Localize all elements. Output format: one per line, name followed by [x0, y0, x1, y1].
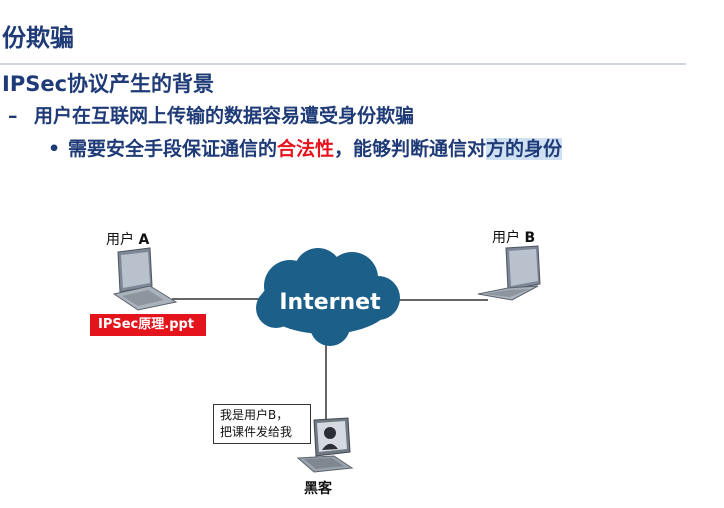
bullet-level2: –用户在互联网上传输的数据容易遭受身份欺骗 — [8, 101, 414, 128]
bullet-level3-part1: 需要安全手段保证通信的 — [68, 138, 278, 160]
cloud-label: Internet — [279, 290, 381, 315]
bullet-level3-part2: ，能够判断通信对 — [334, 138, 487, 160]
user-b-label: 用户 B — [492, 230, 536, 246]
user-a-label: 用户 A — [106, 232, 150, 248]
bullet-level3-highlight: 方的身份 — [486, 138, 563, 160]
speech-line-1: 我是用户B， — [220, 408, 289, 422]
bullet-dash: – — [8, 105, 18, 127]
cloud-icon: Internet — [256, 248, 400, 346]
bullet-level1: IPSec协议产生的背景 — [2, 72, 215, 96]
bullet-level3: • 需要安全手段保证通信的合法性，能够判断通信对方的身份 — [48, 134, 563, 161]
title-divider — [0, 63, 686, 65]
slide-title: 份欺骗 — [2, 24, 74, 52]
file-badge: IPSec原理.ppt — [90, 314, 206, 336]
laptop-icon — [112, 247, 178, 311]
laptop-icon — [477, 245, 541, 301]
speech-bubble: 我是用户B， 把课件发给我 — [213, 404, 311, 444]
speech-line-2: 把课件发给我 — [220, 425, 293, 439]
bullet-level2-text: 用户在互联网上传输的数据容易遭受身份欺骗 — [34, 105, 415, 127]
hacker-terminal-icon — [296, 417, 354, 473]
hacker-label: 黑客 — [304, 481, 332, 497]
bullet-dot: • — [48, 138, 61, 160]
bullet-level3-red-text: 合法性 — [277, 138, 335, 160]
